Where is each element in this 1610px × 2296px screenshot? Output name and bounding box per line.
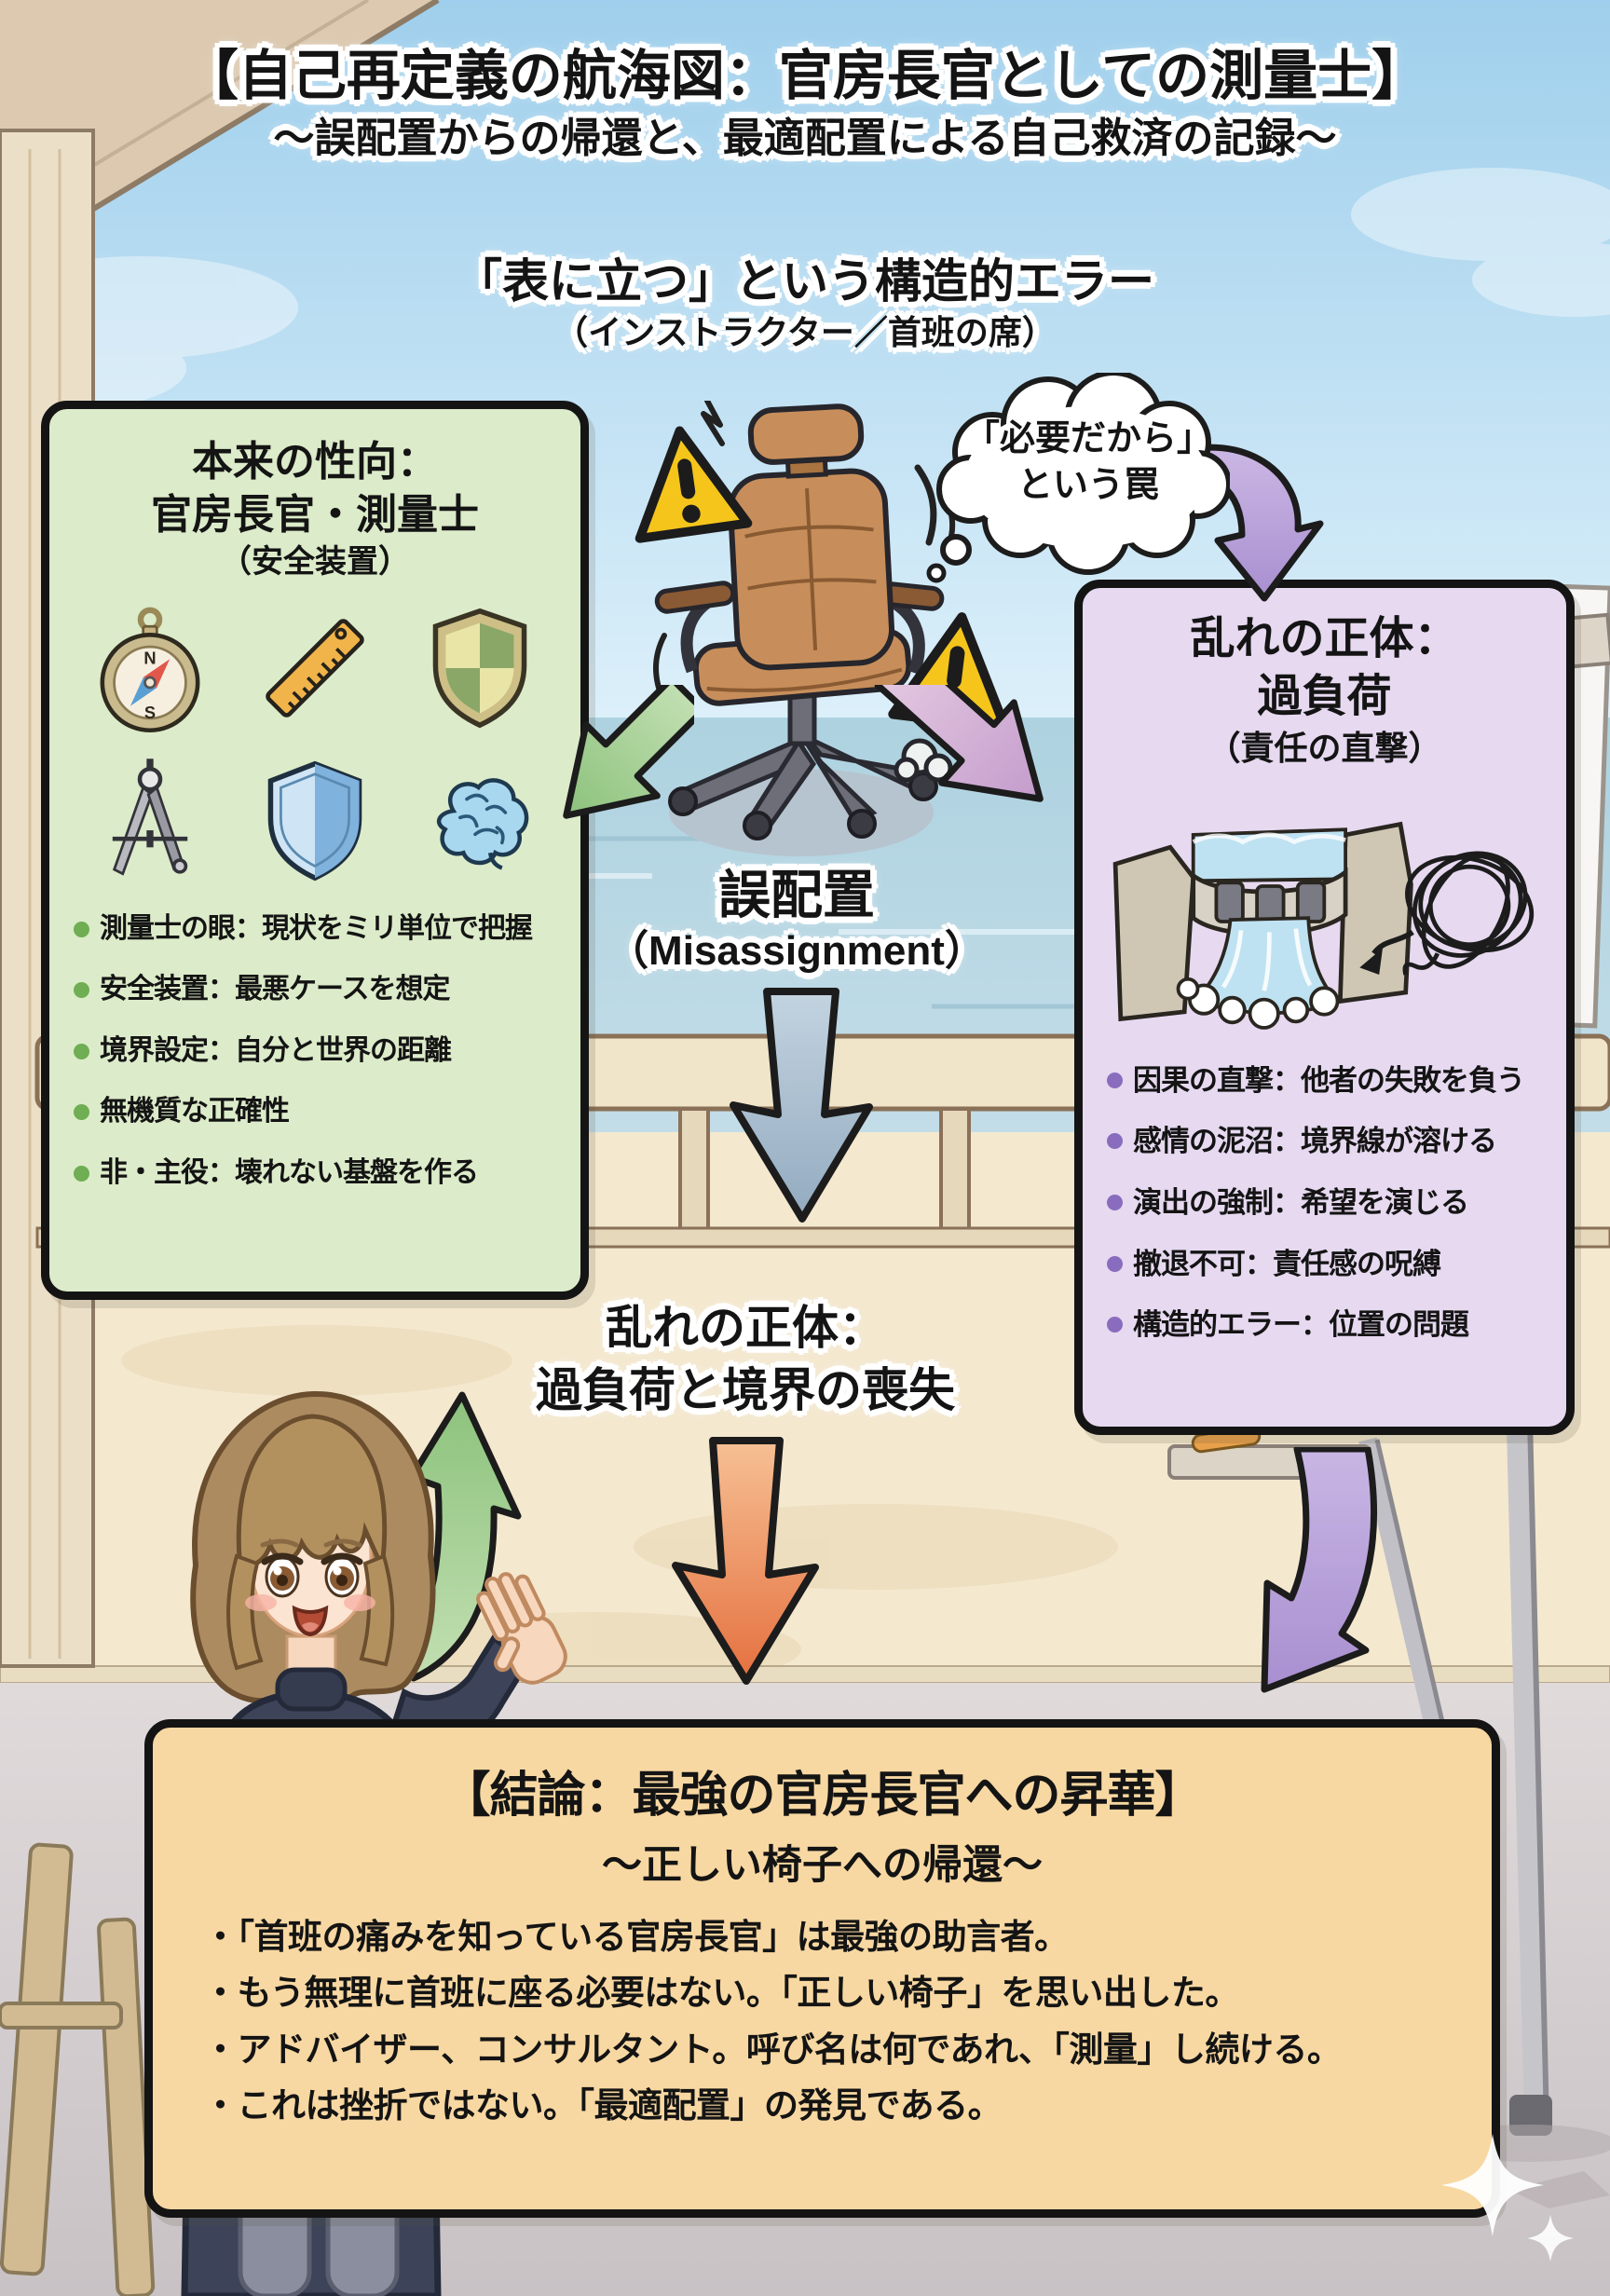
poster-title: 【自己再定義の航海図：官房長官としての測量士】 <box>184 46 1426 106</box>
trait-bullet-list: 測量士の眼：現状をミリ単位で把握 安全装置：最悪ケースを想定 境界設定：自分と世… <box>68 913 562 1190</box>
bullet-dot-icon <box>74 982 89 999</box>
trait-box-subtitle: （安全装置） <box>220 544 410 581</box>
conclusion-title: 【結論：最強の官房長官への昇華】 <box>442 1769 1203 1823</box>
divider-compass-icon <box>113 758 188 876</box>
thought-bubble <box>926 373 1230 583</box>
chair-backrest <box>728 403 895 671</box>
conclusion-bullet: ・「首班の痛みを知っている官房長官」は最強の助言者。 <box>203 1918 1069 1956</box>
checkered-shield-icon <box>432 608 526 728</box>
orange-down-arrow-icon <box>672 1437 819 1685</box>
bullet-dot-icon <box>1107 1317 1123 1333</box>
trait-bullet: 安全装置：最悪ケースを想定 <box>74 974 556 1006</box>
tangled-scribble-icon <box>1371 851 1535 976</box>
bullet-dot-icon <box>1107 1194 1123 1210</box>
office-chair-illustration <box>653 401 956 856</box>
trait-icon-grid: N S <box>68 598 562 891</box>
gray-down-arrow-icon <box>730 988 873 1223</box>
svg-text:N: N <box>144 648 157 667</box>
misassignment-label-jp: 誤配置 <box>718 866 875 924</box>
overload-bullet: 演出の強制：希望を演じる <box>1107 1186 1542 1220</box>
bullet-dot-icon <box>74 1043 89 1059</box>
structural-error-subheading: （インストラクター／首班の席） <box>554 313 1056 351</box>
conclusion-bullet-list: ・「首班の痛みを知っている官房長官」は最強の助言者。 ・もう無理に首班に座る必要… <box>203 1909 1441 2134</box>
trait-bullet: 測量士の眼：現状をミリ単位で把握 <box>74 913 556 946</box>
purple-arrow-to-overload-icon <box>874 685 1044 802</box>
conclusion-bullet: ・もう無理に首班に座る必要はない。「正しい椅子」を思い出した。 <box>203 1974 1239 2013</box>
conclusion-subtitle: ～正しい椅子への帰還～ <box>602 1843 1043 1888</box>
compass-icon: N S <box>100 607 200 732</box>
trait-bullet: 境界設定：自分と世界の距離 <box>74 1035 556 1068</box>
dam-burst-icon <box>1112 821 1535 1030</box>
trait-bullet: 無機質な正確性 <box>74 1096 556 1128</box>
purple-arrow-to-conclusion-icon <box>1261 1447 1378 1693</box>
brain-icon <box>437 777 529 870</box>
overload-bullet: 感情の泥沼：境界線が溶ける <box>1107 1125 1542 1158</box>
overload-bullet: 因果の直撃：他者の失敗を負う <box>1107 1064 1542 1098</box>
ruler-icon <box>266 618 364 718</box>
blue-shield-icon <box>267 760 362 881</box>
overload-box-title-line1: 乱れの正体： <box>1190 614 1459 663</box>
trait-bullet: 非・主役：壊れない基盤を作る <box>74 1157 556 1190</box>
turmoil-label: 乱れの正体： 過負荷と境界の喪失 <box>536 1302 955 1416</box>
dust-puff-icon <box>894 738 953 783</box>
presenter-hand <box>476 1572 567 1685</box>
trait-box-title-line2: 官房長官・測量士 <box>151 492 479 539</box>
trait-box-title-line1: 本来の性向： <box>192 439 438 485</box>
svg-text:S: S <box>144 703 156 722</box>
bullet-dot-icon <box>1107 1255 1123 1272</box>
misassignment-label-en: （Misassignment） <box>607 928 986 974</box>
overload-bullet: 構造的エラー：位置の問題 <box>1107 1308 1542 1342</box>
overload-box-subtitle: （責任の直撃） <box>1207 728 1442 767</box>
bullet-dot-icon <box>74 1104 89 1121</box>
green-arrow-to-trait-icon <box>563 685 694 819</box>
overload-bullet: 撤退不可：責任感の呪縛 <box>1107 1248 1542 1281</box>
overload-box-title-line2: 過負荷 <box>1257 672 1392 722</box>
stool-legs <box>0 1842 156 2296</box>
structural-error-heading: 「表に立つ」という構造的エラー <box>456 255 1154 308</box>
bullet-dot-icon <box>1107 1133 1123 1150</box>
trait-box: 本来の性向： 官房長官・測量士 （安全装置） N S <box>41 401 589 1300</box>
poster-subtitle: ～誤配置からの帰還と、最適配置による自己救済の記録～ <box>273 116 1337 161</box>
thought-bubble-text: 「必要だから」 という罠 <box>963 419 1212 506</box>
warning-triangle-left-icon <box>634 426 753 543</box>
bullet-dot-icon <box>1107 1072 1123 1088</box>
overload-bullet-list: 因果の直撃：他者の失敗を負う 感情の泥沼：境界線が溶ける 演出の強制：希望を演じ… <box>1101 1064 1548 1342</box>
conclusion-bullet: ・これは挫折ではない。「最適配置」の発見である。 <box>203 2085 1003 2125</box>
bullet-dot-icon <box>74 1165 89 1182</box>
bullet-dot-icon <box>74 921 89 937</box>
conclusion-bullet: ・アドバイザー、コンサルタント。呼び名は何であれ、「測量」し続ける。 <box>203 2030 1342 2069</box>
overload-box: 乱れの正体： 過負荷 （責任の直撃） <box>1074 580 1575 1435</box>
conclusion-box: 【結論：最強の官房長官への昇華】 ～正しい椅子への帰還～ ・「首班の痛みを知って… <box>144 1719 1500 2218</box>
mouth <box>292 1605 329 1637</box>
sparkle-icon <box>1441 2134 1574 2262</box>
eyes <box>261 1552 363 1598</box>
